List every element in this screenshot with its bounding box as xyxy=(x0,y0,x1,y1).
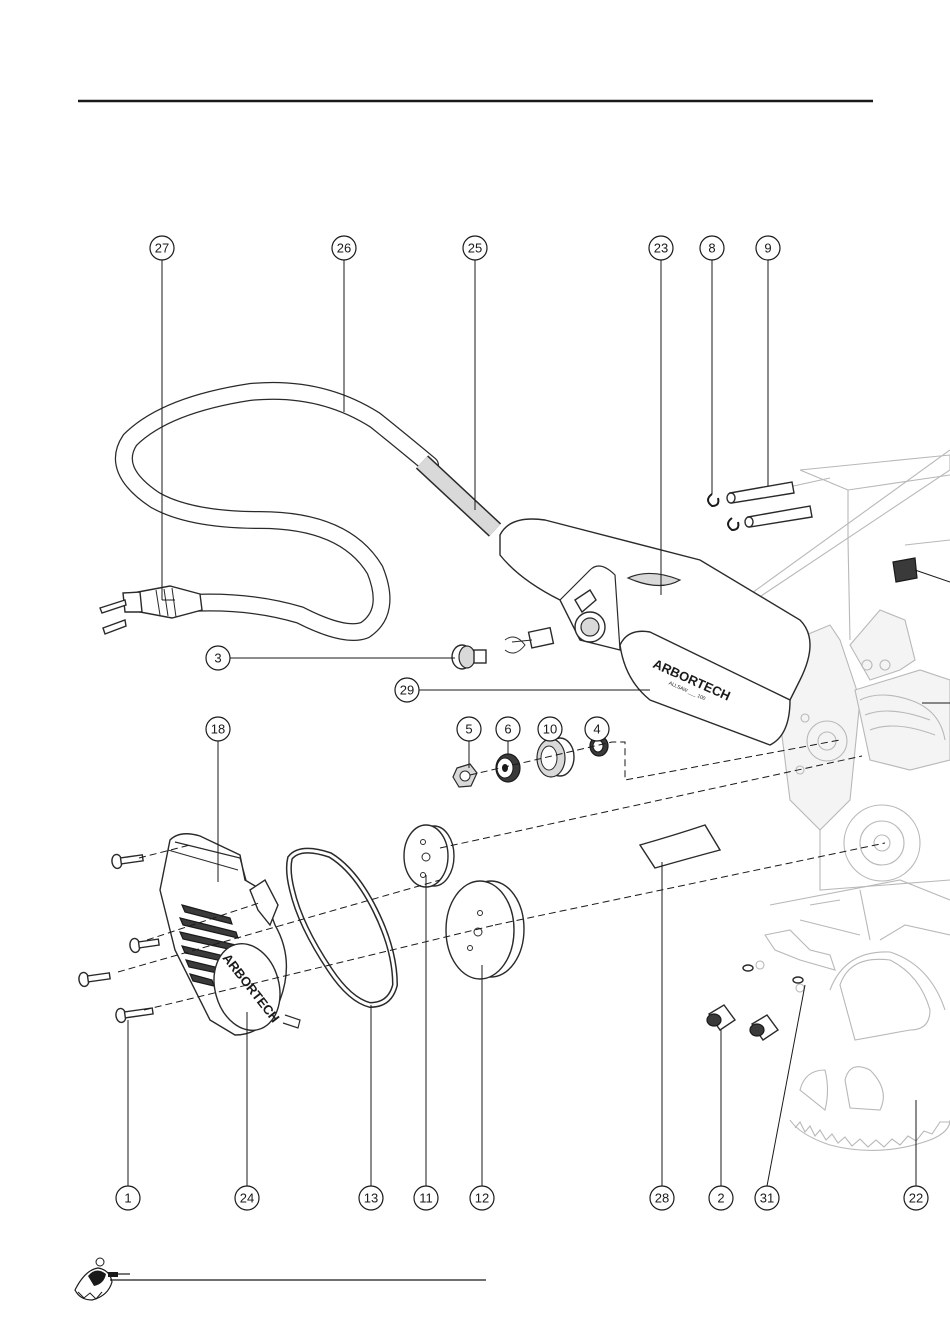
callout-3: 3 xyxy=(206,646,230,670)
svg-text:18: 18 xyxy=(211,722,225,737)
svg-text:2: 2 xyxy=(717,1191,724,1206)
svg-text:11: 11 xyxy=(419,1191,433,1206)
large-pulley xyxy=(446,881,524,979)
saw-assembly-outline xyxy=(730,450,950,1150)
svg-text:9: 9 xyxy=(764,241,771,256)
warning-label xyxy=(640,825,720,868)
cover-screws xyxy=(78,851,160,1023)
callout-12: 12 xyxy=(470,1186,494,1210)
drive-belt xyxy=(289,851,395,1005)
callout-11: 11 xyxy=(414,1186,438,1210)
callout-31: 31 xyxy=(755,1186,779,1210)
callout-6: 6 xyxy=(496,717,520,741)
callout-13: 13 xyxy=(359,1186,383,1210)
belt-cover: ARBORTECH xyxy=(160,834,300,1038)
svg-text:1: 1 xyxy=(124,1191,131,1206)
callout-26: 26 xyxy=(332,236,356,260)
callout-22: 22 xyxy=(904,1186,928,1210)
callout-25: 25 xyxy=(463,236,487,260)
callout-1: 1 xyxy=(116,1186,140,1210)
callout-24: 24 xyxy=(235,1186,259,1210)
switch-parts xyxy=(452,628,553,669)
svg-text:6: 6 xyxy=(504,722,511,737)
svg-text:27: 27 xyxy=(155,241,169,256)
callout-9: 9 xyxy=(756,236,780,260)
svg-text:12: 12 xyxy=(475,1191,489,1206)
svg-text:24: 24 xyxy=(240,1191,254,1206)
svg-text:28: 28 xyxy=(655,1191,669,1206)
arbortech-tool-logo-icon xyxy=(75,1258,130,1300)
callout-5: 5 xyxy=(457,717,481,741)
svg-text:31: 31 xyxy=(760,1191,774,1206)
svg-text:13: 13 xyxy=(364,1191,378,1206)
callout-8: 8 xyxy=(700,236,724,260)
svg-text:25: 25 xyxy=(468,241,482,256)
callout-10: 10 xyxy=(538,717,562,741)
base-screws xyxy=(707,965,803,1040)
callout-4: 4 xyxy=(585,717,609,741)
callout-18: 18 xyxy=(206,717,230,741)
callout-28: 28 xyxy=(650,1186,674,1210)
svg-text:10: 10 xyxy=(543,722,557,737)
svg-text:5: 5 xyxy=(465,722,472,737)
svg-text:29: 29 xyxy=(400,683,414,698)
svg-text:4: 4 xyxy=(593,722,600,737)
svg-text:8: 8 xyxy=(708,241,715,256)
svg-text:3: 3 xyxy=(214,651,221,666)
plug xyxy=(100,586,202,634)
small-pulley xyxy=(404,825,454,887)
svg-text:22: 22 xyxy=(909,1191,923,1206)
callout-27: 27 xyxy=(150,236,174,260)
svg-text:26: 26 xyxy=(337,241,351,256)
nut-and-bearings xyxy=(453,736,608,787)
callout-2: 2 xyxy=(709,1186,733,1210)
callout-29: 29 xyxy=(395,678,419,702)
callout-23: 23 xyxy=(649,236,673,260)
svg-text:23: 23 xyxy=(654,241,668,256)
